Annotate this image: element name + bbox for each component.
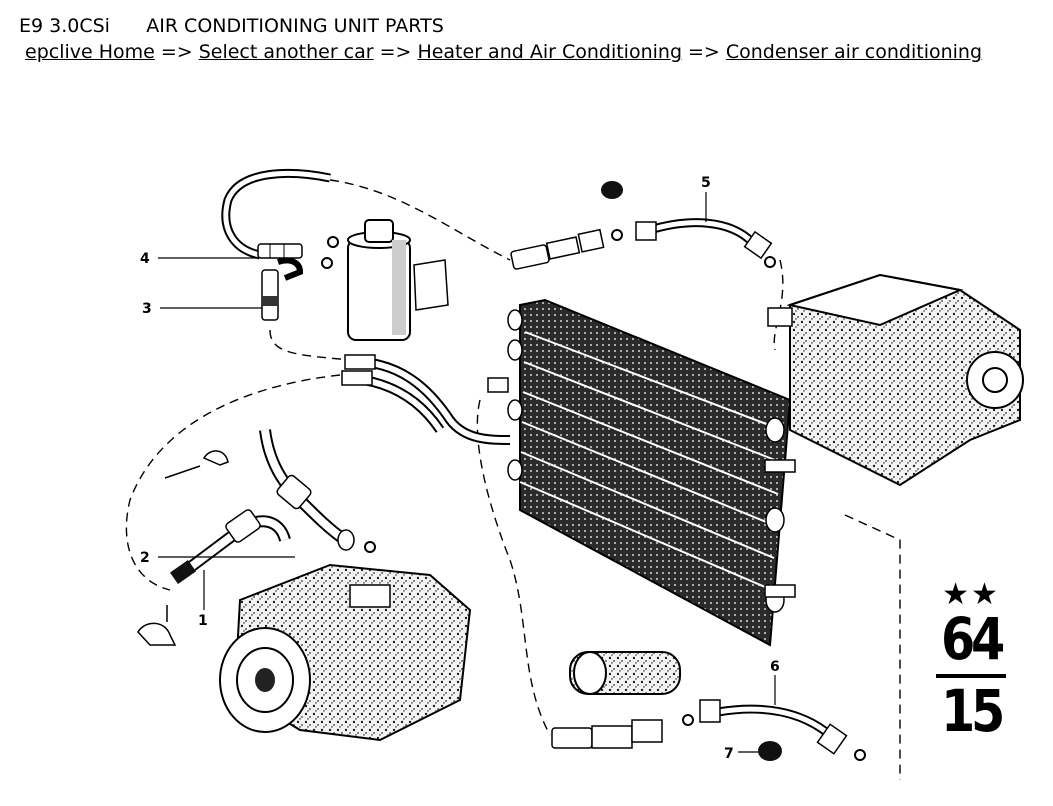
hose-1 xyxy=(169,509,291,585)
hose-assembly-center xyxy=(341,354,511,445)
breadcrumb-link-condenser[interactable]: Condenser air conditioning xyxy=(725,41,983,63)
group-code-badge: ★★ 64 15 xyxy=(930,580,1012,740)
condenser xyxy=(487,298,796,647)
hose-4 xyxy=(221,168,331,260)
callout-1: 1 xyxy=(198,613,208,629)
callout-3: 3 xyxy=(142,301,152,317)
page-title: E9 3.0CSi AIR CONDITIONING UNIT PARTS xyxy=(19,15,444,37)
breadcrumb-link-heater-ac[interactable]: Heater and Air Conditioning xyxy=(417,41,683,63)
hose-5 xyxy=(635,218,773,260)
callout-7: 7 xyxy=(724,746,734,762)
callout-4: 4 xyxy=(140,251,150,267)
hose-clamps xyxy=(137,450,229,646)
evaporator-unit xyxy=(767,273,1024,487)
breadcrumb-separator: => xyxy=(379,41,412,63)
filter-element xyxy=(569,651,681,695)
car-model: E9 3.0CSi xyxy=(19,15,110,37)
group-number: 64 xyxy=(940,605,1005,673)
pressure-switch-3 xyxy=(261,257,304,321)
callout-2: 2 xyxy=(140,550,150,566)
compressor xyxy=(219,563,472,742)
breadcrumb-link-home[interactable]: epclive Home xyxy=(25,41,155,63)
parts-diagram: 4 3 2 1 5 6 7 xyxy=(125,168,1024,780)
receiver-drier xyxy=(347,219,449,341)
callout-6: 6 xyxy=(770,659,780,675)
section-title: AIR CONDITIONING UNIT PARTS xyxy=(146,15,444,37)
leader-lines xyxy=(158,192,776,753)
hose-fitting-upper xyxy=(510,181,623,270)
breadcrumb: epclive Home=>Select another car=>Heater… xyxy=(25,41,982,63)
breadcrumb-link-select-car[interactable]: Select another car xyxy=(198,41,374,63)
star-icon: ★★ xyxy=(942,577,1000,612)
callout-5: 5 xyxy=(701,175,711,191)
callout-labels: 4 3 2 1 5 6 7 xyxy=(140,175,780,762)
subgroup-number: 15 xyxy=(940,677,1005,745)
group-divider xyxy=(936,674,1006,678)
hose-6 xyxy=(551,699,848,755)
cap-7 xyxy=(758,741,782,761)
compressor-hose xyxy=(259,429,355,551)
breadcrumb-separator: => xyxy=(688,41,720,63)
breadcrumb-separator: => xyxy=(160,41,193,63)
seal-rings xyxy=(321,229,866,761)
